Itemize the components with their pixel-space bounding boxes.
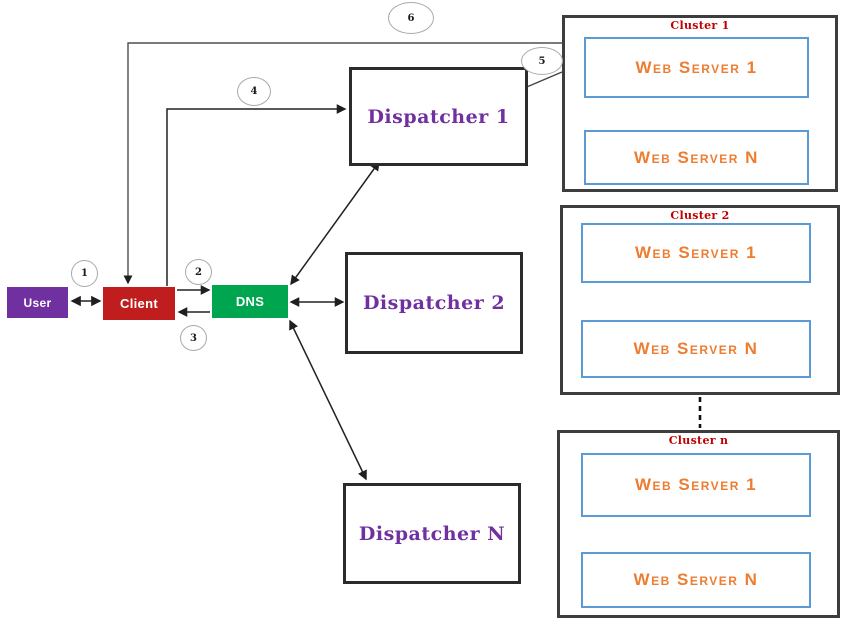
cluster-1-web-server-n-label: Web Server N — [634, 147, 759, 167]
edge-dispatcher1-to-cluster1 — [521, 71, 563, 90]
dns-node-label: DNS — [235, 294, 265, 309]
step-3-label: 3 — [190, 332, 197, 344]
cluster-n-box: Cluster n Web Server 1 Web Server N — [557, 430, 840, 618]
cluster-1-web-server-1-label: Web Server 1 — [635, 57, 758, 77]
dns-node: DNS — [212, 285, 288, 318]
step-6-label: 6 — [407, 12, 415, 24]
cluster-1-web-server-1-box: Web Server 1 — [584, 37, 809, 98]
step-circle-2: 2 — [185, 259, 212, 285]
user-node-label: User — [23, 295, 52, 310]
client-node: Client — [103, 287, 175, 320]
step-circle-3: 3 — [180, 325, 207, 351]
step-circle-1: 1 — [71, 260, 98, 287]
client-node-label: Client — [120, 296, 158, 311]
cluster-1-box: Cluster 1 Web Server 1 Web Server N — [562, 15, 838, 192]
step-circle-6: 6 — [388, 2, 434, 34]
step-circle-4: 4 — [237, 77, 271, 106]
user-node: User — [7, 287, 68, 318]
dispatcher-n-label: Dispatcher N — [358, 522, 506, 545]
cluster-2-box: Cluster 2 Web Server 1 Web Server N — [560, 205, 840, 395]
cluster-1-web-server-n-box: Web Server N — [584, 130, 809, 185]
step-1-label: 1 — [81, 268, 88, 279]
cluster-2-web-server-1-box: Web Server 1 — [581, 223, 811, 283]
cluster-n-web-server-n-label: Web Server N — [633, 570, 759, 589]
edge-dns-dispatcher1 — [290, 160, 380, 286]
edge-webserver-to-client — [123, 42, 583, 285]
cluster-n-web-server-n-box: Web Server N — [581, 552, 811, 608]
dispatcher-2-node: Dispatcher 2 — [345, 252, 523, 354]
cluster-2-web-server-n-box: Web Server N — [581, 320, 811, 378]
dispatcher-2-label: Dispatcher 2 — [362, 292, 506, 314]
dispatcher-1-node: Dispatcher 1 — [349, 67, 528, 166]
step-2-label: 2 — [195, 266, 202, 278]
dispatcher-n-node: Dispatcher N — [343, 483, 521, 584]
cluster-n-web-server-1-label: Web Server 1 — [634, 475, 758, 494]
edge-dns-dispatcherN — [289, 319, 367, 481]
edge-client-to-dispatcher1 — [166, 104, 347, 286]
cluster-2-title: Cluster 2 — [670, 209, 730, 222]
step-4-label: 4 — [250, 86, 258, 97]
cluster-1-title: Cluster 1 — [670, 19, 730, 32]
cluster-2-web-server-n-label: Web Server N — [633, 339, 759, 358]
step-circle-5: 5 — [521, 47, 563, 75]
step-5-label: 5 — [538, 55, 546, 67]
cluster-2-web-server-1-label: Web Server 1 — [634, 243, 758, 262]
dispatcher-1-label: Dispatcher 1 — [367, 105, 510, 128]
cluster-n-web-server-1-box: Web Server 1 — [581, 453, 811, 517]
cluster-n-title: Cluster n — [668, 434, 729, 447]
